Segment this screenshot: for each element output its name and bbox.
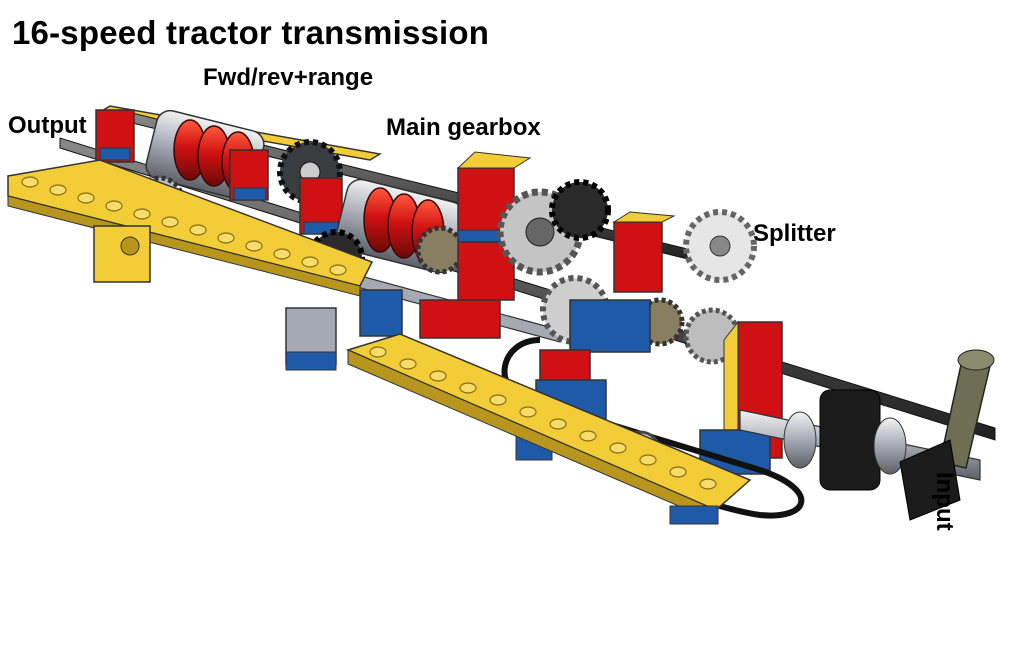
label-fwd-rev-range: Fwd/rev+range	[203, 64, 374, 91]
label-output: Output	[8, 112, 87, 139]
input-section	[501, 337, 995, 521]
black-cylinder	[819, 389, 881, 491]
page-title: 16-speed tractor transmission	[12, 14, 490, 51]
black-gear-main	[549, 179, 611, 241]
tan-gear	[415, 225, 465, 275]
lower-yellow-beam	[345, 333, 752, 525]
label-input: Input	[931, 472, 958, 531]
support-blocks	[93, 225, 553, 461]
front-yellow-beam	[7, 159, 374, 297]
label-main-gearbox: Main gearbox	[386, 114, 541, 141]
label-splitter: Splitter	[753, 220, 836, 247]
